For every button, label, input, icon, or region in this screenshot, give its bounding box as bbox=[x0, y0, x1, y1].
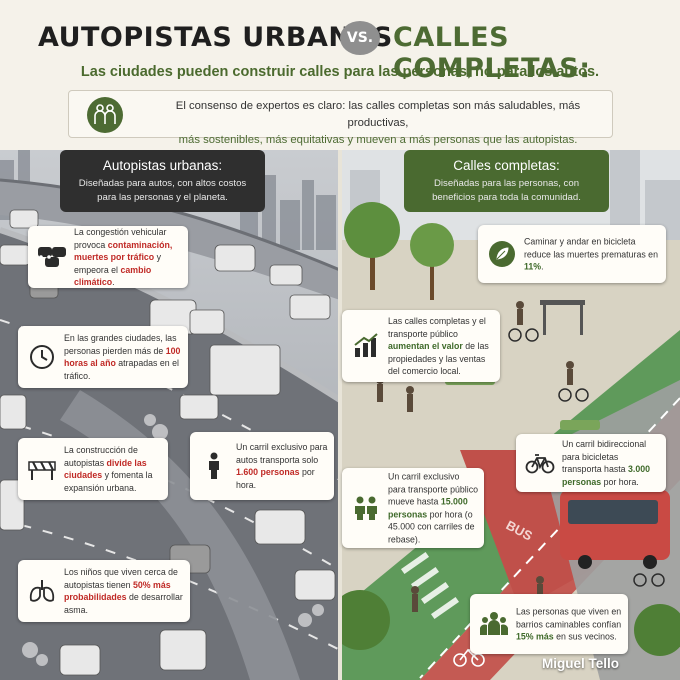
callout-walking-cycling: Caminar y andar en bicicleta reduce las … bbox=[478, 225, 666, 283]
title-highways: AUTOPISTAS URBANAS bbox=[38, 22, 393, 53]
callout-hours-lost: En las grandes ciudades, las personas pi… bbox=[18, 326, 188, 388]
consensus-text: El consenso de expertos es claro: las ca… bbox=[175, 100, 581, 146]
clock-icon bbox=[26, 341, 58, 373]
header: AUTOPISTAS URBANAS VS. CALLES COMPLETAS:… bbox=[0, 0, 680, 150]
callout-transit-lane-capacity: Un carril exclusivo para transporte públ… bbox=[342, 468, 484, 548]
people-icon bbox=[87, 97, 123, 133]
community-icon bbox=[478, 608, 510, 640]
vs-badge: VS. bbox=[340, 21, 380, 55]
leaf-icon bbox=[486, 238, 518, 270]
complete-streets-panel-title: Calles completas: bbox=[453, 158, 560, 173]
person-icon bbox=[198, 450, 230, 482]
group-icon bbox=[350, 492, 382, 524]
highways-panel-body: Diseñadas para autos, con altos costos p… bbox=[78, 178, 247, 203]
callout-bike-lane-capacity: Un carril bidireccional para bicicletas … bbox=[516, 434, 666, 492]
consensus-box: El consenso de expertos es claro: las ca… bbox=[68, 90, 613, 146]
callout-property-value: Las calles completas y el transporte púb… bbox=[342, 310, 500, 382]
lungs-icon bbox=[26, 575, 58, 607]
callout-car-lane-capacity: Un carril exclusivo para autos transport… bbox=[190, 432, 334, 500]
callout-neighbors-trust: Las personas que viven en barrios camina… bbox=[470, 594, 628, 654]
center-divider bbox=[338, 150, 342, 680]
complete-streets-panel-body: Diseñadas para las personas, con benefic… bbox=[432, 178, 581, 203]
traffic-cars-icon bbox=[36, 241, 68, 273]
barrier-icon bbox=[26, 453, 58, 485]
callout-congestion: La congestión vehicular provoca contamin… bbox=[28, 226, 188, 288]
highways-panel: Autopistas urbanas: Diseñadas para autos… bbox=[60, 150, 265, 212]
bicycle-icon bbox=[524, 447, 556, 479]
subtitle: Las ciudades pueden construir calles par… bbox=[80, 64, 600, 80]
highways-panel-title: Autopistas urbanas: bbox=[102, 158, 223, 173]
growth-chart-icon bbox=[350, 330, 382, 362]
callout-divides-cities: La construcción de autopistas divide las… bbox=[18, 438, 168, 500]
author-signature: Miguel Tello bbox=[542, 656, 619, 671]
title-complete-streets: CALLES COMPLETAS: bbox=[393, 22, 591, 84]
complete-streets-panel: Calles completas: Diseñadas para las per… bbox=[404, 150, 609, 212]
callout-asthma: Los niños que viven cerca de autopistas … bbox=[18, 560, 190, 622]
